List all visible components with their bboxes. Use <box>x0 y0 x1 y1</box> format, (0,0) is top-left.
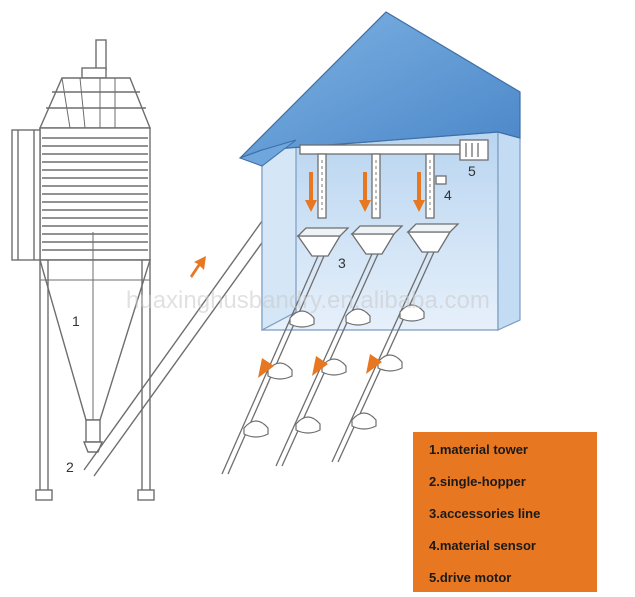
legend-item-1: 1.material tower <box>429 442 528 457</box>
legend-box: 1.material tower 2.single-hopper 3.acces… <box>413 432 597 592</box>
feeder-pans <box>243 304 425 438</box>
legend-item-3: 3.accessories line <box>429 506 541 521</box>
legend-item-5: 5.drive motor <box>429 570 512 585</box>
callout-3: 3 <box>338 255 346 271</box>
material-tower <box>11 39 155 501</box>
material-sensor <box>435 175 447 185</box>
flow-arrow-pipe <box>190 256 206 278</box>
legend-item-4: 4.material sensor <box>429 538 536 553</box>
flow-arrows-lines <box>258 342 384 378</box>
tower-roof <box>38 77 152 129</box>
callout-4: 4 <box>444 187 452 203</box>
overhead-conveyor <box>299 139 489 219</box>
house-right-wall <box>497 131 521 331</box>
tower-ladder <box>11 129 41 261</box>
tower-stripes <box>42 137 148 251</box>
drive-motor <box>459 139 489 161</box>
tower-cone <box>39 259 151 421</box>
watermark: huaxinghusbandry.en.alibaba.com <box>126 287 490 314</box>
legend-item-2: 2.single-hopper <box>429 474 526 489</box>
callout-2: 2 <box>66 459 74 475</box>
flow-arrows-inside <box>305 172 425 212</box>
callout-1: 1 <box>72 313 80 329</box>
hoppers <box>296 223 460 257</box>
callout-5: 5 <box>468 163 476 179</box>
tower-vent <box>95 39 107 71</box>
